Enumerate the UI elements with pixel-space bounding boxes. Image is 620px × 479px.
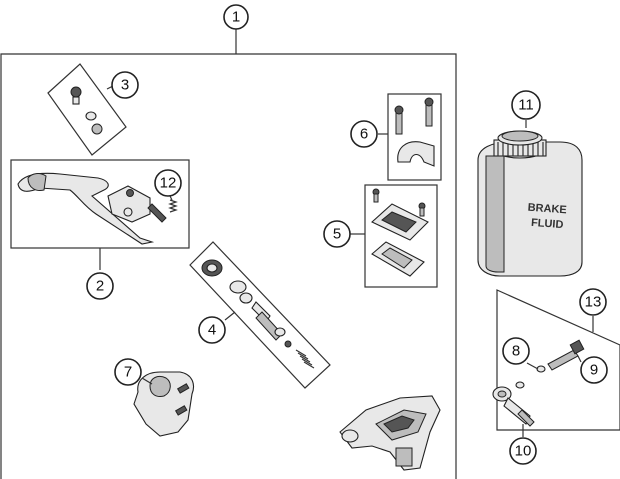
banjo-fitting-part [492, 386, 535, 427]
master-cylinder-housing-part [339, 395, 441, 471]
callout-11-label: 11 [518, 97, 534, 114]
clamp-part [394, 97, 435, 167]
callout-9: 9 [580, 356, 608, 384]
callout-7-label: 7 [124, 364, 132, 381]
reservoir-cap-part [371, 188, 429, 277]
callout-6: 6 [350, 120, 378, 148]
leader-7 [141, 377, 153, 385]
leader-8 [526, 362, 539, 370]
callout-7: 7 [114, 358, 142, 386]
brake-fluid-bottle: BRAKE FLUID [477, 130, 583, 277]
callout-6-label: 6 [360, 126, 368, 143]
callout-5-label: 5 [333, 226, 341, 243]
callout-10-label: 10 [515, 443, 532, 460]
group-box-5 [364, 184, 438, 288]
assembly-frame [0, 53, 457, 479]
group-box-4 [189, 241, 331, 389]
group-box-13 [496, 289, 620, 431]
group-box-6 [387, 93, 442, 181]
callout-12: 12 [154, 169, 182, 197]
callout-5: 5 [323, 220, 351, 248]
callout-13-label: 13 [585, 294, 602, 311]
callout-4: 4 [198, 316, 226, 344]
callout-12-label: 12 [160, 175, 177, 192]
piston-kit-part [201, 259, 315, 369]
bottle-label-line2: FLUID [531, 217, 564, 231]
callout-13: 13 [579, 288, 607, 316]
callout-2: 2 [86, 272, 114, 300]
callout-1: 1 [223, 4, 249, 30]
callout-9-label: 9 [590, 362, 598, 379]
callout-8: 8 [502, 337, 530, 365]
spring-part [168, 199, 178, 213]
leader-12 [169, 195, 173, 201]
callout-3: 3 [111, 71, 139, 99]
callout-11: 11 [511, 90, 541, 120]
screw-bushing-part [70, 86, 103, 135]
brake-lever-part [17, 172, 178, 245]
clamp-bracket-part [133, 371, 195, 437]
group-box-3 [47, 63, 127, 156]
callout-10: 10 [509, 437, 537, 465]
callout-1-label: 1 [232, 9, 240, 26]
callout-3-label: 3 [121, 77, 129, 94]
callout-2-label: 2 [96, 278, 104, 295]
callout-8-label: 8 [512, 343, 520, 360]
leader-4 [224, 311, 236, 321]
bottle-label-line1: BRAKE [527, 202, 567, 217]
leader-9 [577, 355, 582, 363]
callout-4-label: 4 [208, 322, 216, 339]
